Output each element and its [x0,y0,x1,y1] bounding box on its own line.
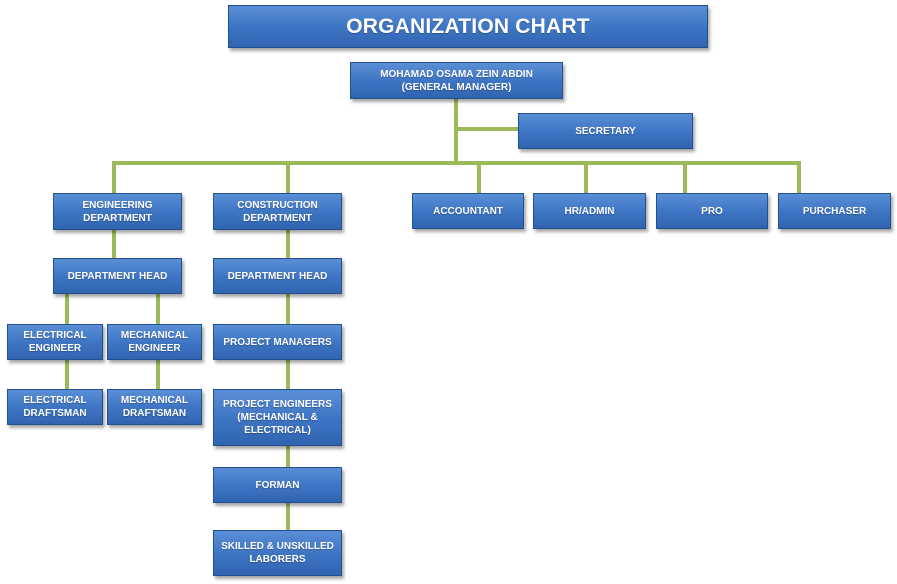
laborers-box: SKILLED & UNSKILLED LABORERS [213,530,342,576]
engineering-department-head-box: DEPARTMENT HEAD [53,258,182,294]
construction-department-head-box: DEPARTMENT HEAD [213,258,342,294]
engineering-department-box: ENGINEERING DEPARTMENT [53,193,182,230]
hr-admin-box: HR/ADMIN [533,193,646,229]
project-engineers-box: PROJECT ENGINEERS (MECHANICAL & ELECTRIC… [213,389,342,446]
electrical-draftsman-box: ELECTRICAL DRAFTSMAN [7,389,103,425]
chart-title: ORGANIZATION CHART [228,5,708,48]
electrical-engineer-box: ELECTRICAL ENGINEER [7,324,103,360]
purchaser-box: PURCHASER [778,193,891,229]
secretary-box: SECRETARY [518,113,693,149]
mechanical-engineer-box: MECHANICAL ENGINEER [107,324,202,360]
accountant-box: ACCOUNTANT [412,193,524,229]
forman-box: FORMAN [213,467,342,503]
mechanical-draftsman-box: MECHANICAL DRAFTSMAN [107,389,202,425]
pro-box: PRO [656,193,768,229]
general-manager-box: MOHAMAD OSAMA ZEIN ABDIN (GENERAL MANAGE… [350,62,563,99]
construction-department-box: CONSTRUCTION DEPARTMENT [213,193,342,230]
project-managers-box: PROJECT MANAGERS [213,324,342,360]
